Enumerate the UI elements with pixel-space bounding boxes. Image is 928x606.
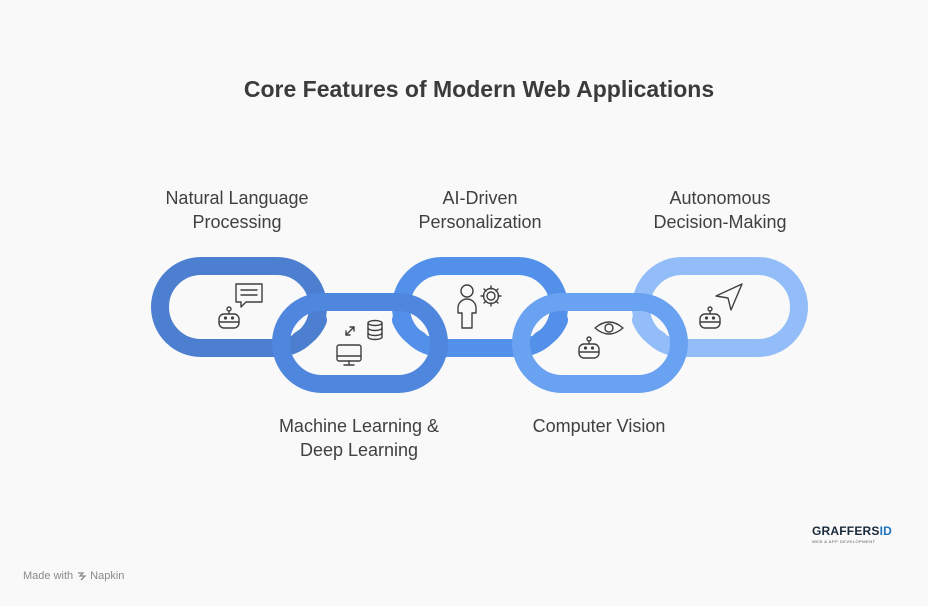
robot-navigation-icon (699, 283, 743, 329)
feature-label-autonomous: Autonomous Decision-Making (653, 188, 787, 232)
robot-chat-icon (218, 283, 263, 329)
person-gear-icon (457, 284, 502, 329)
chain-overlap-personalization-left (392, 311, 428, 349)
napkin-icon (78, 572, 87, 581)
diagram-title: Core Features of Modern Web Applications (243, 76, 715, 102)
chain-overlap-personalization-right (532, 311, 568, 349)
napkin-brand[interactable]: Napkin (77, 570, 124, 582)
feature-label-personalization: AI-Driven Personalization (418, 188, 542, 232)
footer-credit: Made with Napkin (23, 570, 124, 582)
feature-label-nlp: Natural Language Processing (165, 188, 309, 232)
chain-link-vision (512, 293, 688, 393)
chain-link-ml (272, 293, 448, 393)
monitor-database-icon (336, 319, 383, 366)
chain-overlap-nlp (291, 311, 327, 349)
graffersid-logo: GRAFFERSID WEB & APP DEVELOPMENT (812, 524, 893, 544)
made-with-text: Made with (23, 570, 74, 582)
feature-label-vision: Computer Vision (532, 416, 666, 436)
robot-eye-icon (578, 321, 624, 359)
chain-overlap-autonomous (632, 311, 668, 349)
feature-label-ml: Machine Learning & Deep Learning (278, 416, 440, 460)
